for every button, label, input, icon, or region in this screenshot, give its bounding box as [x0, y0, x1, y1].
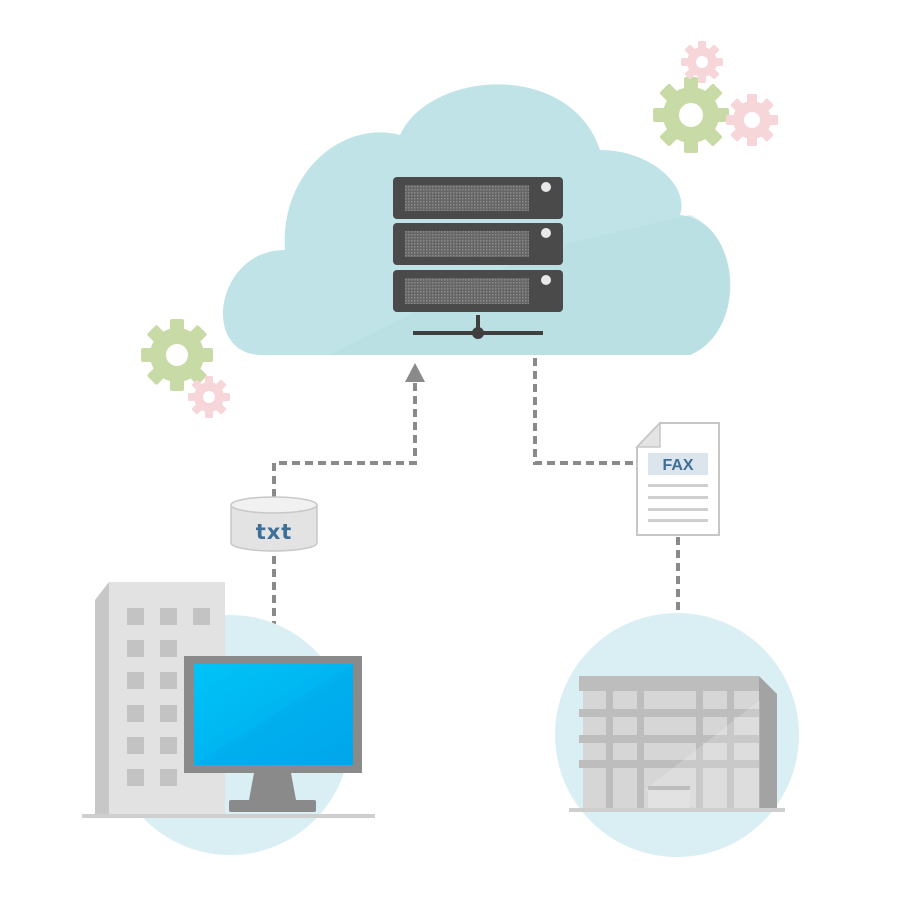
client-building-icon — [579, 676, 777, 810]
gear-icon — [653, 77, 729, 153]
server-unit — [393, 223, 563, 265]
gear-icon — [726, 94, 778, 146]
gear-icon — [188, 376, 230, 418]
right-ground-line — [569, 808, 785, 812]
monitor-icon — [184, 656, 362, 812]
left-ground-line — [82, 814, 375, 818]
network-connector — [413, 315, 543, 339]
fax-document-icon: FAX — [635, 421, 720, 536]
txt-file-icon: txt — [230, 496, 318, 552]
gear-icon — [141, 319, 213, 391]
up-arrow-icon — [405, 363, 425, 382]
fax-label: FAX — [662, 457, 693, 474]
cloud-icon — [222, 84, 731, 355]
server-unit — [393, 270, 563, 312]
server-unit — [393, 177, 563, 219]
server-rack-icon — [393, 177, 563, 339]
txt-label: txt — [256, 520, 293, 544]
gear-icon — [681, 41, 723, 83]
